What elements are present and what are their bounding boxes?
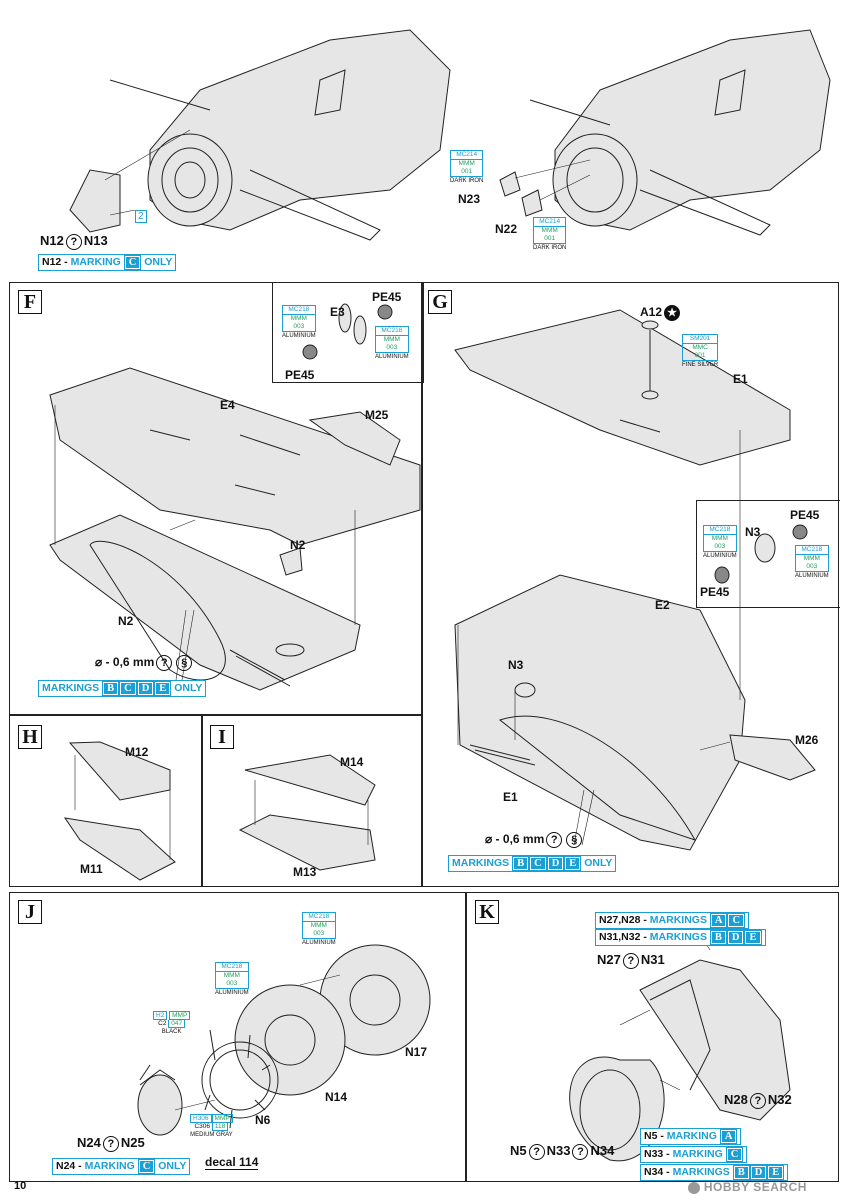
wing-g-drawing [454, 309, 816, 851]
part-label-n5-n33-n34: N5?N33?N34 [510, 1143, 615, 1160]
page-number: 10 [14, 1180, 27, 1192]
inset-box-g [696, 500, 840, 608]
drill-note-g: ⌀ - 0,6 mm?§ [485, 832, 584, 848]
part-label-n28-n32: N28?N32 [724, 1092, 792, 1109]
panel-h-drawing [63, 741, 176, 881]
part-label-e4: E4 [220, 398, 235, 412]
question-icon: ? [528, 1143, 545, 1160]
part-label-pe45-top: PE45 [372, 290, 402, 304]
part-label-n17: N17 [405, 1045, 428, 1059]
fuselage-right-drawing [499, 29, 831, 236]
part-label-n12-n13: N12?N13 [40, 233, 108, 250]
question-icon: ? [749, 1092, 766, 1109]
part-label-n24-n25: N24?N25 [77, 1135, 145, 1152]
question-icon: ? [546, 832, 563, 848]
panel-top [9, 9, 839, 277]
panel-i-drawing [238, 754, 376, 871]
panel-h [9, 715, 202, 887]
part-label-pe45-right: PE45 [790, 508, 820, 522]
drill-icon: § [176, 655, 193, 671]
step-k-label: K [475, 900, 499, 924]
part-label-m12: M12 [125, 745, 149, 759]
question-icon: ? [156, 655, 173, 671]
step-f-label: F [18, 290, 42, 314]
part-label-n2: N2 [290, 538, 306, 552]
drill-icon: § [566, 832, 583, 848]
inset-box-f [272, 282, 424, 383]
part-label-m11: M11 [80, 862, 103, 876]
part-label-pe45-bottom: PE45 [285, 368, 315, 382]
logo-icon [688, 1181, 700, 1194]
fuselage-left-drawing [69, 29, 451, 241]
part-label-n2-inset: E3 [330, 305, 345, 319]
panel-k [466, 892, 839, 1182]
part-label-m26: M26 [795, 733, 819, 747]
question-icon: ? [65, 233, 82, 250]
part-ref-box: 2 [135, 210, 147, 223]
step-j-label: J [18, 900, 42, 924]
part-label-e3: N2 [118, 614, 134, 628]
part-label-n23: N23 [458, 192, 481, 206]
part-label-n3: N3 [508, 658, 524, 672]
question-icon: ? [622, 952, 639, 969]
question-icon: ? [102, 1135, 119, 1152]
part-label-a12: A12★ [640, 305, 682, 321]
step-i-label: I [210, 725, 234, 749]
part-label-n3-inset: N3 [745, 525, 761, 539]
panel-f [9, 282, 422, 715]
paint-callout-black: H2 MMP C2 047 BLACK [153, 1011, 191, 1036]
panel-i [202, 715, 422, 887]
drill-note-f: ⌀ - 0,6 mm?§ [95, 655, 194, 671]
star-icon: ★ [664, 305, 681, 321]
marking-note-j: N24 - MARKING C ONLY [52, 1158, 191, 1175]
watermark: HOBBY SEARCH [688, 1180, 807, 1194]
step-h-label: H [18, 725, 42, 749]
engine-drawing [137, 944, 431, 1136]
panel-j [9, 892, 466, 1182]
part-label-e1: E1 [503, 790, 518, 804]
part-label-pe45-left: PE45 [700, 585, 730, 599]
step-g-label: G [428, 290, 452, 314]
question-icon: ? [572, 1143, 589, 1160]
panel-g [422, 282, 839, 887]
part-label-n14: N14 [325, 1090, 348, 1104]
wing-f-drawing [49, 303, 421, 691]
part-label-m13: M13 [293, 865, 317, 879]
part-label-m14: M14 [340, 755, 364, 769]
marking-note-k4: N33 - MARKING C [640, 1146, 748, 1163]
part-label-n6: N6 [255, 1113, 271, 1127]
part-label-e2: E2 [655, 598, 670, 612]
part-label-n27-n31: N27?N31 [597, 952, 665, 969]
marking-note-k3: N5 - MARKING A [640, 1128, 742, 1145]
part-label-n22: N22 [495, 222, 518, 236]
part-label-e1-top: E1 [733, 372, 748, 386]
decal-note: decal 114 [205, 1155, 259, 1170]
marking-note-top-left: N12 - MARKING C ONLY [38, 254, 177, 271]
part-label-m25: M25 [365, 408, 389, 422]
